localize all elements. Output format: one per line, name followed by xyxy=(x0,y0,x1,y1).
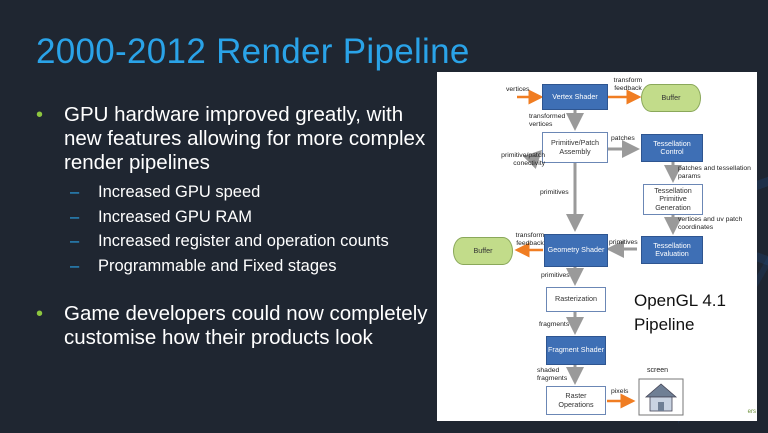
bullet-item: • GPU hardware improved greatly, with ne… xyxy=(36,103,436,175)
bullet-list: • GPU hardware improved greatly, with ne… xyxy=(36,103,436,350)
label-primitives-mid: primitives xyxy=(540,189,569,196)
diagram-caption-line1: OpenGL 4.1 xyxy=(634,291,726,310)
label-transform-feedback-top: transform feedback xyxy=(613,77,643,92)
tessellation-evaluation-node: Tessellation Evaluation xyxy=(641,236,703,264)
label-fragments: fragments xyxy=(539,321,570,328)
primitive-patch-assembly-node: Primitive/Patch Assembly xyxy=(542,132,608,163)
label-primitive-patch-connectivity: primitive/patch conectivity xyxy=(501,152,545,167)
house-icon xyxy=(644,383,678,412)
sub-bullet-text: Increased register and operation counts xyxy=(98,232,389,250)
bullet-item: • Game developers could now completely c… xyxy=(36,302,436,350)
label-shaded-fragments: shaded fragments xyxy=(537,367,568,382)
label-vertices: vertices xyxy=(506,86,530,93)
rasterization-node: Rasterization xyxy=(546,287,606,312)
slide-title: 2000-2012 Render Pipeline xyxy=(36,32,470,71)
label-vertices-uv: vertices and uv patch coordinates xyxy=(678,216,743,231)
bullet-text: Game developers could now completely cus… xyxy=(64,302,428,349)
dash-icon: – xyxy=(70,207,80,226)
footer-text: ers xyxy=(747,409,756,415)
dash-icon: – xyxy=(70,183,80,201)
raster-operations-node: Raster Operations xyxy=(546,386,606,415)
label-primitives-low: primitives xyxy=(541,272,570,279)
label-patches-tess-params: patches and tessellation params xyxy=(678,165,751,180)
screen-label: screen xyxy=(647,367,669,374)
diagram-arrows xyxy=(514,89,684,416)
diagram-caption-line2: Pipeline xyxy=(634,315,695,334)
tessellation-primitive-generation-node: Tessellation Primitive Generation xyxy=(643,184,703,215)
label-pixels: pixels xyxy=(611,388,629,395)
sub-bullet-text: Programmable and Fixed stages xyxy=(98,256,337,275)
label-primitives-right: primitives xyxy=(609,239,638,246)
label-patches: patches xyxy=(611,135,635,142)
bullet-dot-icon: • xyxy=(36,104,44,126)
bullet-text: GPU hardware improved greatly, with new … xyxy=(64,103,426,174)
sub-bullet-item: –Increased GPU speed xyxy=(70,180,436,205)
dash-icon: – xyxy=(70,256,80,275)
fragment-shader-node: Fragment Shader xyxy=(546,336,606,365)
tessellation-control-node: Tessellation Control xyxy=(641,134,703,162)
geometry-shader-node: Geometry Shader xyxy=(544,234,608,267)
sub-bullet-text: Increased GPU RAM xyxy=(98,207,253,226)
sub-bullet-item: –Increased register and operation counts xyxy=(70,229,436,254)
sub-bullet-list: –Increased GPU speed –Increased GPU RAM … xyxy=(70,180,436,278)
vertex-shader-node: Vertex Shader xyxy=(542,84,608,110)
sub-bullet-item: –Programmable and Fixed stages xyxy=(70,254,436,279)
sub-bullet-text: Increased GPU speed xyxy=(98,183,261,201)
pipeline-diagram: Vertex Shader Buffer Primitive/Patch Ass… xyxy=(437,72,757,421)
label-transformed-vertices: transformed vertices xyxy=(529,113,566,128)
label-transform-feedback-left: transform feedback xyxy=(515,232,545,247)
buffer-top-node: Buffer xyxy=(641,84,701,112)
bullet-dot-icon: • xyxy=(36,303,44,325)
dash-icon: – xyxy=(70,232,80,250)
sub-bullet-item: –Increased GPU RAM xyxy=(70,205,436,230)
buffer-left-node: Buffer xyxy=(453,237,513,265)
